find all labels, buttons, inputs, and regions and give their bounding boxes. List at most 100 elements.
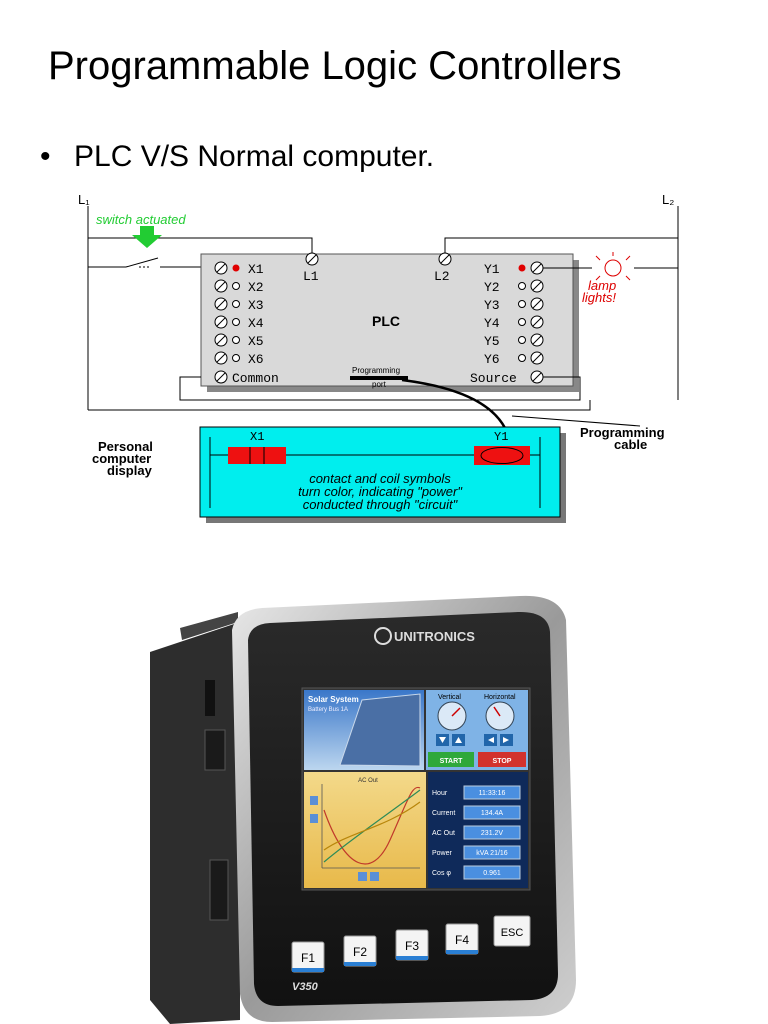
input-label: X1 bbox=[248, 262, 264, 277]
output-terminal: Y5 bbox=[484, 333, 544, 349]
input-label: X4 bbox=[248, 316, 264, 331]
key-esc[interactable]: ESC bbox=[493, 915, 531, 947]
output-label: Y6 bbox=[484, 352, 500, 367]
chart-prev-button[interactable] bbox=[358, 872, 367, 881]
key-f4-label: F4 bbox=[455, 933, 469, 947]
readout-label: Current bbox=[432, 810, 455, 817]
key-f3-label: F3 bbox=[405, 939, 419, 953]
output-label: Y4 bbox=[484, 316, 500, 331]
stop-button[interactable] bbox=[478, 752, 526, 767]
key-f1[interactable]: F1 bbox=[291, 941, 325, 973]
readout-value: 134.4A bbox=[481, 810, 504, 817]
chart-next-button[interactable] bbox=[370, 872, 379, 881]
readout-row: Hour 11:33:16 bbox=[432, 785, 521, 800]
output-terminals: Y1 Y2 Y3 Y4 Y5 Y6 Source bbox=[470, 261, 544, 386]
bullet-dot: • bbox=[40, 140, 51, 173]
ladder-coil-label: Y1 bbox=[494, 430, 508, 444]
l2-label: L₂ bbox=[662, 192, 674, 207]
terminal-l2-label: L2 bbox=[434, 269, 450, 284]
ladder-contact-label: X1 bbox=[250, 430, 264, 444]
readout-value-box bbox=[463, 865, 521, 880]
readout-label: Power bbox=[432, 850, 453, 857]
output-terminal: Y3 bbox=[484, 297, 544, 313]
key-f3[interactable]: F3 bbox=[395, 929, 429, 961]
model-label: V350 bbox=[292, 981, 319, 993]
output-label: Y3 bbox=[484, 298, 500, 313]
output-label: Y2 bbox=[484, 280, 500, 295]
up-arrow-icon bbox=[455, 737, 462, 743]
bullet-item: • PLC V/S Normal computer. bbox=[40, 140, 434, 174]
readout-value: kVA 21/16 bbox=[476, 850, 508, 857]
solar-panel-icon bbox=[339, 693, 421, 767]
cable-label-line1: Programming bbox=[580, 425, 665, 440]
gauge-horizontal-needle bbox=[493, 706, 501, 717]
readout-row: Cos φ 0.961 bbox=[432, 865, 521, 880]
readout-label: AC Out bbox=[432, 830, 455, 837]
terminal-l1: L1 bbox=[303, 252, 319, 284]
input-label: X3 bbox=[248, 298, 264, 313]
caption-line1: contact and coil symbols bbox=[309, 471, 451, 486]
screen-chart-line-gold bbox=[323, 801, 421, 851]
start-label: START bbox=[440, 758, 464, 765]
caption-line2: turn color, indicating "power" bbox=[298, 484, 463, 499]
output-label: Y1 bbox=[484, 262, 500, 277]
input-terminal: X1 bbox=[214, 261, 264, 277]
plc-wiring-diagram: L₁ L₂ switch actuated PLC L1 L2 X1 X2 X3… bbox=[78, 192, 679, 523]
pc-display bbox=[199, 426, 561, 518]
readout-value-box bbox=[463, 785, 521, 800]
output-terminal: Y2 bbox=[484, 279, 544, 295]
l1-label: L₁ bbox=[78, 192, 90, 207]
cable-pointer bbox=[511, 415, 641, 427]
source-terminal: Source bbox=[470, 370, 544, 386]
key-f4[interactable]: F4 bbox=[445, 923, 479, 955]
brand-text: UNITRONICS bbox=[394, 629, 475, 644]
screen-subtitle: Battery Bus 1A bbox=[308, 707, 348, 713]
readout-value-box bbox=[463, 825, 521, 840]
stop-label: STOP bbox=[493, 758, 512, 765]
readout-value: 11:33:16 bbox=[479, 790, 506, 797]
key-esc-label: ESC bbox=[501, 927, 524, 939]
input-terminal: X6 bbox=[214, 351, 264, 367]
screen-chart-line-red bbox=[323, 786, 421, 865]
readout-row: AC Out 231.2V bbox=[432, 825, 521, 840]
pc-label-line2: computer bbox=[92, 451, 151, 466]
chart-zoom-button[interactable] bbox=[310, 796, 318, 805]
lamp-icon bbox=[595, 252, 631, 281]
readout-label: Hour bbox=[432, 790, 448, 797]
readout-value-box bbox=[463, 805, 521, 820]
output-label: Y5 bbox=[484, 334, 500, 349]
plc-label: PLC bbox=[372, 313, 400, 329]
key-f2-label: F2 bbox=[353, 945, 367, 959]
plc-device-image: UNITRONICS Solar System Battery Bus 1A V… bbox=[150, 595, 576, 1024]
chart-pan-button[interactable] bbox=[310, 814, 318, 823]
key-f2[interactable]: F2 bbox=[343, 935, 377, 967]
slide-title: Programmable Logic Controllers bbox=[48, 44, 622, 88]
bullet-text: PLC V/S Normal computer. bbox=[74, 140, 435, 173]
terminal-l2: L2 bbox=[434, 252, 452, 284]
input-label: X5 bbox=[248, 334, 264, 349]
ladder-coil-symbol bbox=[474, 446, 530, 465]
side-vent bbox=[205, 680, 215, 716]
readout-value-box bbox=[463, 845, 521, 860]
switch-arrow-icon bbox=[132, 226, 162, 248]
programming-port bbox=[350, 376, 408, 380]
device-top-edge bbox=[180, 612, 238, 640]
input-terminal: X2 bbox=[214, 279, 264, 295]
plc-box bbox=[200, 253, 574, 387]
start-button[interactable] bbox=[428, 752, 474, 767]
output-terminal: Y6 bbox=[484, 351, 544, 367]
lamp-label-line1: lamp bbox=[588, 278, 616, 293]
side-connector bbox=[209, 859, 229, 921]
key-f1-label: F1 bbox=[301, 951, 315, 965]
readout-row: Current 134.4A bbox=[432, 805, 521, 820]
ladder-contact-symbol bbox=[228, 447, 286, 464]
programming-cable bbox=[401, 378, 507, 429]
readout-value: 0.961 bbox=[483, 870, 501, 877]
wire-common-source bbox=[179, 376, 581, 401]
input-label: X6 bbox=[248, 352, 264, 367]
gauge-horizontal-label: Horizontal bbox=[484, 694, 516, 701]
readout-row: Power kVA 21/16 bbox=[432, 845, 521, 860]
gauge-vertical-needle bbox=[451, 707, 461, 717]
input-terminals: X1 X2 X3 X4 X5 X6 Common bbox=[214, 261, 279, 386]
screen-chart-title: AC Out bbox=[358, 778, 378, 784]
